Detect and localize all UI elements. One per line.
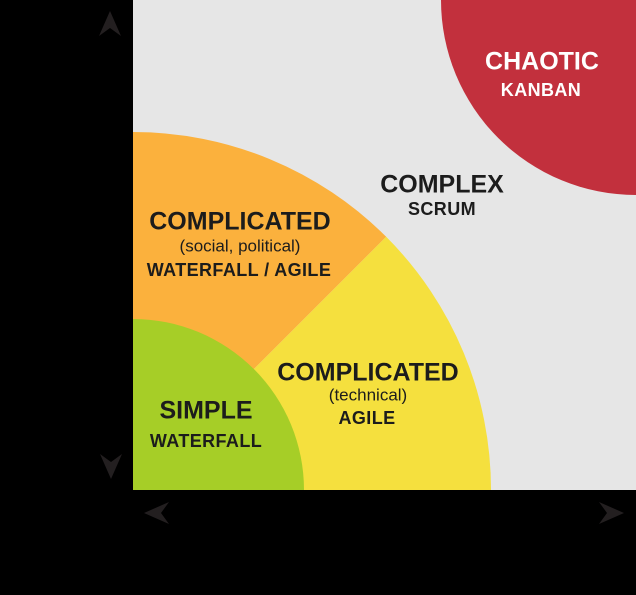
region-complicated-social-method: WATERFALL / AGILE	[146, 260, 332, 280]
region-complicated-social-title: COMPLICATED	[149, 207, 331, 236]
region-complicated-technical-title: COMPLICATED	[277, 358, 459, 387]
region-chaotic-shape	[441, 0, 636, 195]
region-complicated-technical-method: AGILE	[338, 408, 396, 428]
region-simple-shape	[133, 319, 304, 490]
x-axis-arrow-right-icon	[599, 502, 624, 524]
region-simple-method: WATERFALL	[149, 431, 263, 451]
region-chaotic-method: KANBAN	[500, 80, 582, 100]
y-axis-arrow-up-icon	[99, 11, 121, 36]
region-simple-title: SIMPLE	[159, 396, 253, 425]
region-complex-title: COMPLEX	[380, 170, 504, 199]
region-complicated-technical-subtitle: (technical)	[328, 385, 408, 405]
y-axis-arrow-down-icon	[100, 454, 122, 479]
region-complicated-social-subtitle: (social, political)	[179, 236, 301, 256]
region-chaotic-title: CHAOTIC	[485, 47, 599, 76]
region-complex-method: SCRUM	[408, 199, 476, 219]
x-axis-arrow-left-icon	[144, 502, 169, 524]
